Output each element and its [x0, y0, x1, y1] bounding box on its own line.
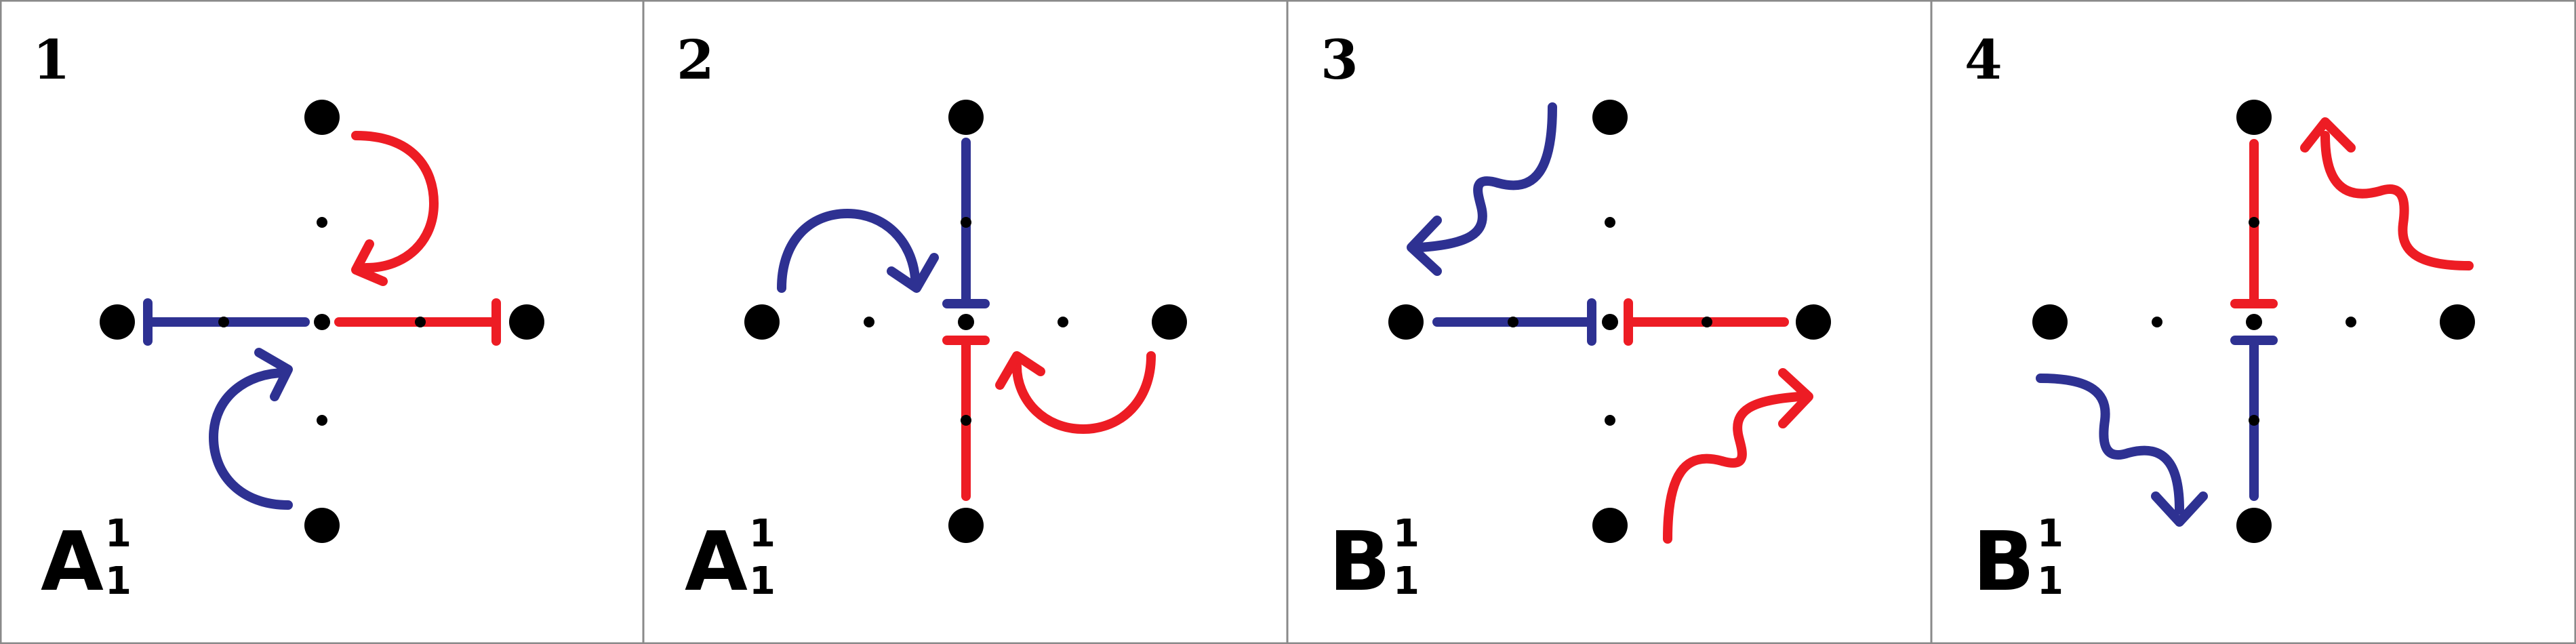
- label-main: A: [41, 515, 104, 609]
- label-subscript: 1: [2037, 559, 2064, 603]
- panel-label: A 1 1: [685, 515, 776, 603]
- panel-label: B 1 1: [1329, 515, 1420, 603]
- small-dot: [218, 317, 229, 327]
- large-dot: [948, 100, 984, 135]
- small-dot: [1605, 415, 1615, 426]
- label-superscript: 1: [2037, 512, 2064, 556]
- blue-arrowhead: [1407, 216, 1442, 276]
- red-wavy-arrow: [2320, 131, 2474, 270]
- large-dot: [1388, 304, 1424, 340]
- panel-label: B 1 1: [1973, 515, 2064, 603]
- small-dot: [314, 314, 330, 330]
- panel-number: 1: [33, 28, 71, 92]
- small-dot: [1702, 317, 1712, 327]
- panel-3-graphic: [1388, 100, 1831, 544]
- large-dot: [1152, 304, 1187, 340]
- blue-wavy-arrow: [2036, 374, 2184, 515]
- red-curved-arrow: [1012, 351, 1156, 435]
- small-dot: [2249, 217, 2259, 228]
- red-curved-arrow: [351, 131, 439, 273]
- blue-curved-arrow: [777, 208, 920, 293]
- blue-arrowhead: [2151, 491, 2208, 527]
- panel-3: 3 B 1 1: [1288, 0, 1932, 644]
- panel-4: 4 B 1 1: [1932, 0, 2576, 644]
- red-arrowhead: [2300, 117, 2356, 153]
- large-dot: [1592, 100, 1628, 135]
- large-dot: [744, 304, 780, 340]
- large-dot: [1592, 508, 1628, 543]
- panel-2: 2 A 1 1: [644, 0, 1288, 644]
- large-dot: [2236, 508, 2272, 543]
- large-dot: [1796, 304, 1831, 340]
- panel-4-graphic: [2032, 100, 2475, 543]
- panel-2-graphic: [744, 100, 1187, 543]
- small-dot: [864, 317, 874, 327]
- small-dot: [2346, 317, 2356, 327]
- blue-curved-arrow: [208, 368, 293, 510]
- small-dot: [1508, 317, 1518, 327]
- small-dot: [961, 217, 971, 228]
- red-wavy-arrow: [1663, 392, 1805, 544]
- red-arrowhead: [995, 351, 1045, 390]
- label-main: B: [1329, 515, 1391, 609]
- label-main: A: [685, 515, 748, 609]
- panel-border-4: [1930, 0, 2576, 644]
- blue-arrowhead: [887, 253, 939, 293]
- red-arrowhead: [1778, 368, 1813, 428]
- label-main: B: [1973, 515, 2035, 609]
- panel-number: 4: [1965, 28, 2003, 92]
- small-dot: [317, 415, 327, 426]
- label-subscript: 1: [749, 559, 776, 603]
- panel-label: A 1 1: [41, 515, 132, 603]
- label-superscript: 1: [749, 512, 776, 556]
- large-dot: [304, 508, 340, 543]
- large-dot: [2032, 304, 2068, 340]
- small-dot: [958, 314, 974, 330]
- large-dot: [100, 304, 135, 340]
- small-dot: [961, 415, 971, 426]
- label-subscript: 1: [1393, 559, 1420, 603]
- small-dot: [2246, 314, 2262, 330]
- small-dot: [1605, 217, 1615, 228]
- label-superscript: 1: [1393, 512, 1420, 556]
- panel-number: 3: [1321, 28, 1359, 92]
- small-dot: [1058, 317, 1068, 327]
- small-dot: [415, 317, 426, 327]
- large-dot: [2440, 304, 2475, 340]
- panel-1-graphic: [100, 100, 544, 543]
- panel-number: 2: [677, 28, 715, 92]
- large-dot: [948, 508, 984, 543]
- small-dot: [1602, 314, 1618, 330]
- red-arrowhead: [351, 239, 388, 286]
- label-subscript: 1: [105, 559, 132, 603]
- small-dot: [2152, 317, 2162, 327]
- label-superscript: 1: [105, 512, 132, 556]
- large-dot: [509, 304, 544, 340]
- small-dot: [317, 217, 327, 228]
- blue-arrowhead: [254, 348, 293, 401]
- panel-1: 1 A 1 1: [0, 0, 644, 644]
- large-dot: [304, 100, 340, 135]
- small-dot: [2249, 415, 2259, 426]
- blue-wavy-arrow: [1415, 102, 1557, 252]
- large-dot: [2236, 100, 2272, 135]
